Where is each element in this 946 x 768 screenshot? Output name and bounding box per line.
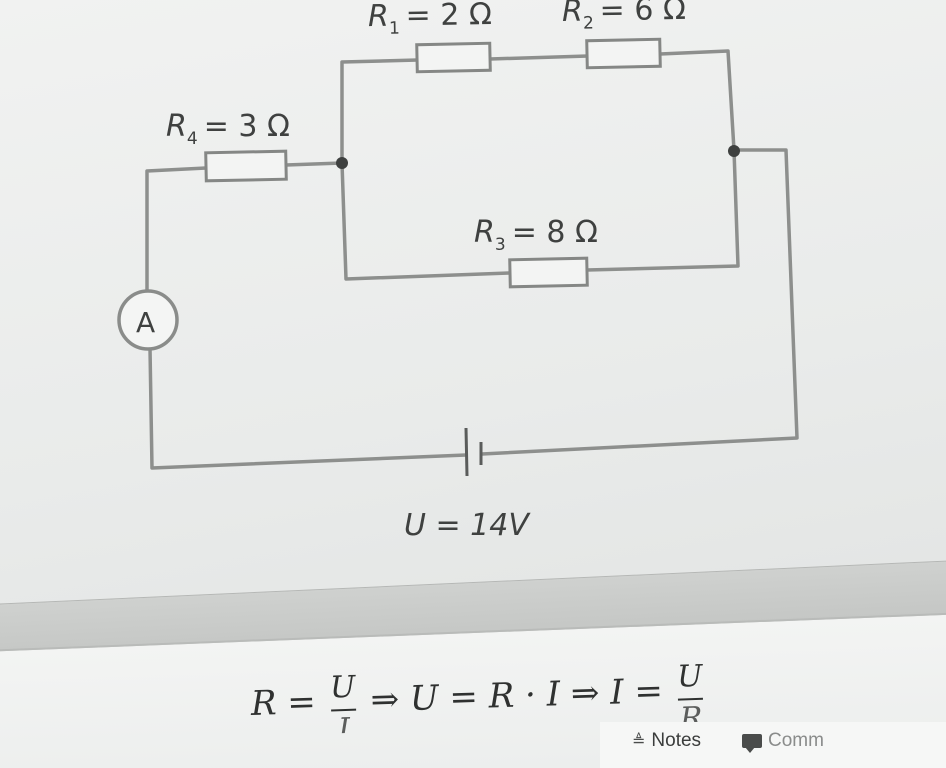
resistor-r1	[415, 41, 492, 74]
wire-ammeter-bottom	[148, 347, 467, 470]
junction-left	[336, 157, 348, 169]
comments-button[interactable]: Comm	[742, 730, 824, 753]
formula-middle: ⇒ U = R · I ⇒ I =	[370, 671, 664, 721]
formula-lhs: R =	[250, 681, 317, 724]
status-bar: ≜ Notes Comm	[600, 722, 946, 768]
notes-button-label: Notes	[651, 730, 702, 751]
voltage-label: U = 14V	[404, 508, 531, 543]
resistor-r4	[204, 149, 288, 183]
ammeter-symbol	[117, 289, 179, 351]
r1-label: R1= 2 Ω	[368, 0, 493, 39]
r2-label: R2= 6 Ω	[562, 0, 687, 34]
resistor-r2	[585, 37, 662, 70]
wire-battery-right	[481, 148, 799, 456]
ammeter-label: A	[136, 306, 155, 339]
comment-icon	[742, 734, 762, 753]
wire-r4-left	[145, 161, 343, 292]
formula-fraction-u-over-i: U I	[329, 669, 357, 734]
notes-button[interactable]: ≜ Notes	[632, 730, 701, 752]
r3-label: R3= 8 Ω	[474, 215, 598, 255]
battery-long-plate	[464, 427, 469, 477]
wire-top-branch	[340, 49, 736, 163]
notes-icon: ≜	[632, 733, 646, 750]
comments-button-label: Comm	[768, 730, 824, 751]
resistor-r3	[508, 256, 589, 289]
slide-canvas: A R1= 2 Ω R2= 6 Ω R3= 8 Ω R4= 3 Ω U = 14…	[0, 0, 946, 655]
circuit-diagram: A R1= 2 Ω R2= 6 Ω R3= 8 Ω R4= 3 Ω U = 14…	[117, 0, 799, 543]
formula-fraction-u-over-r: U R	[676, 658, 704, 723]
wire-bottom-branch	[340, 149, 740, 281]
r4-label: R4= 3 Ω	[166, 109, 290, 149]
junction-right	[728, 145, 740, 157]
